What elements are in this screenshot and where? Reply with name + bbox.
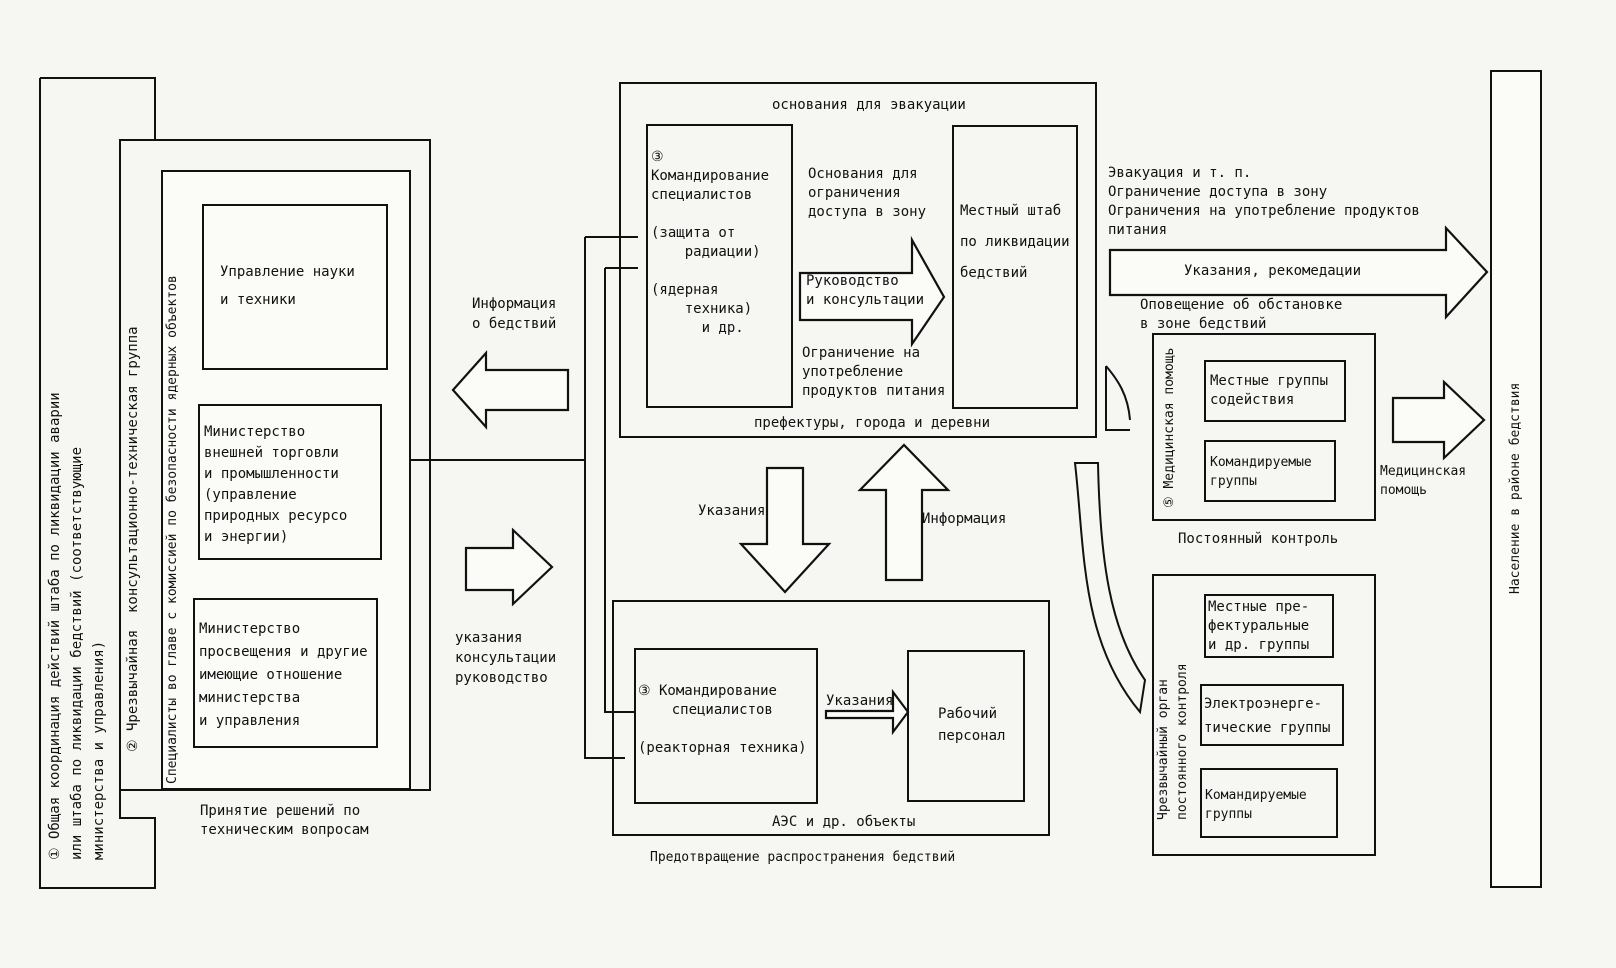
npp-specialists-box — [634, 648, 818, 804]
medical-footer: Постоянный контроль — [1178, 531, 1339, 547]
prefectural-box — [1204, 594, 1334, 658]
food-restriction-label: Ограничение на употребление продуктов пи… — [802, 345, 946, 399]
npp-specialists-label: ③ Командирование специалистов (реакторна… — [638, 683, 807, 756]
npp-instructions-label: Указания — [826, 693, 894, 709]
group-bracket — [120, 139, 431, 791]
control-dispatched-label: Командируемые группы — [1205, 788, 1307, 822]
local-hq-box — [952, 125, 1078, 409]
info-disaster-label: Информация о бедствий — [472, 296, 557, 332]
evacuation-title: основания для эвакуации — [772, 97, 966, 113]
specialists-radiation-box — [646, 124, 793, 408]
ministry-education-box — [193, 598, 378, 748]
npp-box — [612, 600, 1050, 836]
hq-label: ① Общая координация действий штаба по ли… — [47, 392, 107, 860]
arrow-info-left — [451, 350, 570, 430]
ministry-trade-label: Министерство внешней торговли и промышле… — [204, 424, 348, 545]
medical-dispatched-box — [1204, 440, 1336, 502]
nuclear-specialists-label: Специалисты во главе с комиссией по безо… — [165, 275, 180, 784]
big-arrow-label: Указания, рекомедации — [1184, 263, 1362, 279]
arrow-down-instructions — [738, 466, 832, 594]
staff-label: Рабочий персонал — [938, 706, 1006, 744]
access-grounds-label: Основания для ограничения доступа в зону — [808, 166, 927, 220]
medical-side-label: ⑤ Медицинская помощь — [1162, 347, 1177, 508]
arrow-medical — [1391, 379, 1486, 461]
decisions-caption: Принятие решений по техническим вопросам — [200, 803, 369, 838]
ministry-science-label: Управление науки и техники — [220, 264, 355, 308]
evacuation-box — [619, 82, 1097, 438]
evacuation-footer: префектуры, города и деревни — [754, 415, 991, 431]
local-groups-box — [1204, 360, 1346, 422]
npp-footer: АЭС и др. объекты — [772, 814, 916, 830]
control-box — [1152, 574, 1376, 856]
staff-box — [907, 650, 1025, 802]
arrow-down-label: Указания — [698, 503, 766, 519]
prefectural-label: Местные пре- фектуральные и др. группы — [1208, 599, 1310, 653]
control-dispatched-box — [1200, 768, 1338, 838]
ministry-trade-box — [198, 404, 382, 560]
local-groups-label: Местные группы содействия — [1210, 373, 1329, 408]
population-label: Население в районе бедствия — [1508, 382, 1523, 594]
guidance-label: Руководство и консультации — [806, 273, 925, 308]
ministry-education-label: Министерство просвещения и другие имеющи… — [199, 621, 368, 729]
alert-caption: Оповещение об обстановке в зоне бедствий — [1140, 297, 1343, 332]
arrow-up-label: Информация — [922, 511, 1007, 527]
medical-box — [1152, 333, 1376, 521]
ministry-science-box — [202, 204, 388, 370]
evac-notes: Эвакуация и т. п. Ограничение доступа в … — [1108, 165, 1420, 238]
arrow-big-right — [1108, 225, 1489, 320]
power-box — [1200, 684, 1344, 746]
arrow-up-information — [857, 443, 951, 582]
prevention-caption: Предотвращение распространения бедствий — [650, 850, 956, 865]
arrow-npp-instructions — [824, 688, 910, 736]
power-label: Электроэнерге- тические группы — [1204, 696, 1331, 736]
hq-bracket — [39, 77, 156, 889]
control-side-label: Чрезвычайный орган постоянного контроля — [1156, 663, 1190, 820]
population-box — [1490, 70, 1542, 888]
local-hq-label: Местный штаб по ликвидации бедствий — [960, 203, 1070, 281]
medical-dispatched-label: Командируемые группы — [1210, 455, 1312, 489]
emergency-group-label: ② Чрезвычайная консультационно-техническ… — [125, 326, 141, 752]
arrow-guidance — [798, 235, 946, 348]
arrow-instructions-right — [464, 527, 554, 607]
instructions-left-label: указания консультации руководство — [455, 630, 557, 686]
specialists-radiation-label: ③ Командирование специалистов (защита от… — [651, 149, 770, 336]
medical-help-label: Медицинская помощь — [1380, 464, 1467, 498]
